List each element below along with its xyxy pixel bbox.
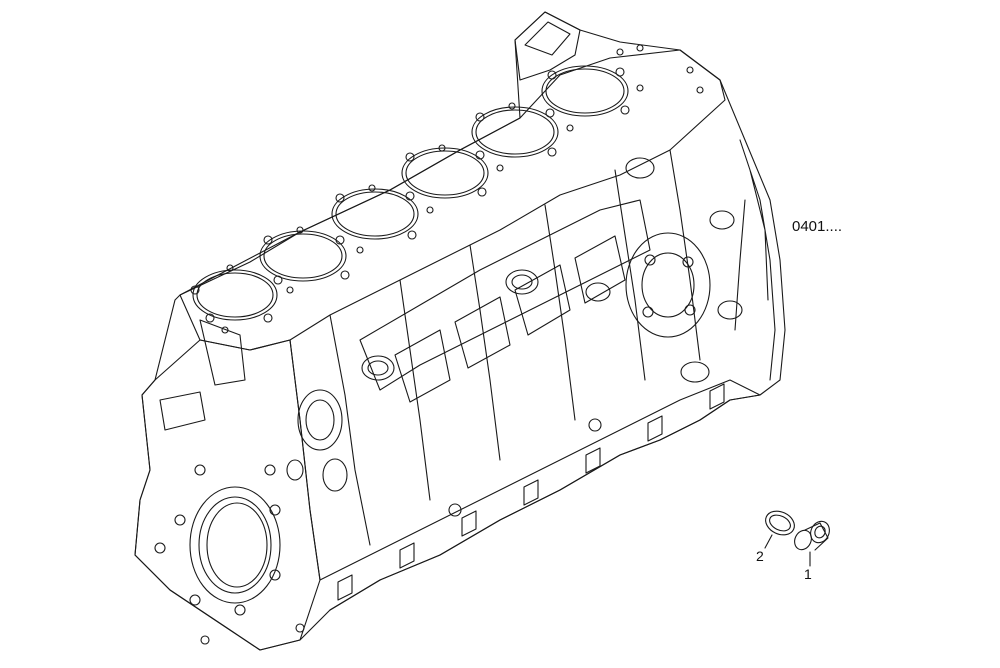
cylinder-bores bbox=[193, 66, 628, 320]
front-face bbox=[135, 340, 320, 650]
rear-boss bbox=[515, 12, 580, 80]
part-1-plug bbox=[792, 518, 833, 552]
front-upper-features bbox=[160, 320, 347, 491]
head-bolt-holes bbox=[191, 45, 703, 333]
deck-face bbox=[180, 50, 725, 350]
front-cover-bolts bbox=[155, 465, 304, 644]
part-2-sealing-ring bbox=[762, 507, 798, 540]
callout-number-1: 1 bbox=[804, 566, 812, 582]
block-outline bbox=[135, 12, 785, 650]
lower-skirt bbox=[320, 380, 760, 610]
rear-end-ribs bbox=[735, 140, 775, 380]
callout-number-2: 2 bbox=[756, 548, 764, 564]
reference-code-label: 0401.... bbox=[792, 218, 843, 235]
crankcase-ribs bbox=[290, 150, 700, 580]
cam-gallery bbox=[360, 200, 650, 390]
leader-line-2 bbox=[765, 535, 772, 548]
rear-drive-flange bbox=[626, 233, 710, 337]
skirt-feet bbox=[338, 384, 724, 600]
gallery-cells bbox=[395, 236, 625, 402]
crank-seal bbox=[190, 487, 280, 603]
side-ports bbox=[362, 158, 742, 516]
